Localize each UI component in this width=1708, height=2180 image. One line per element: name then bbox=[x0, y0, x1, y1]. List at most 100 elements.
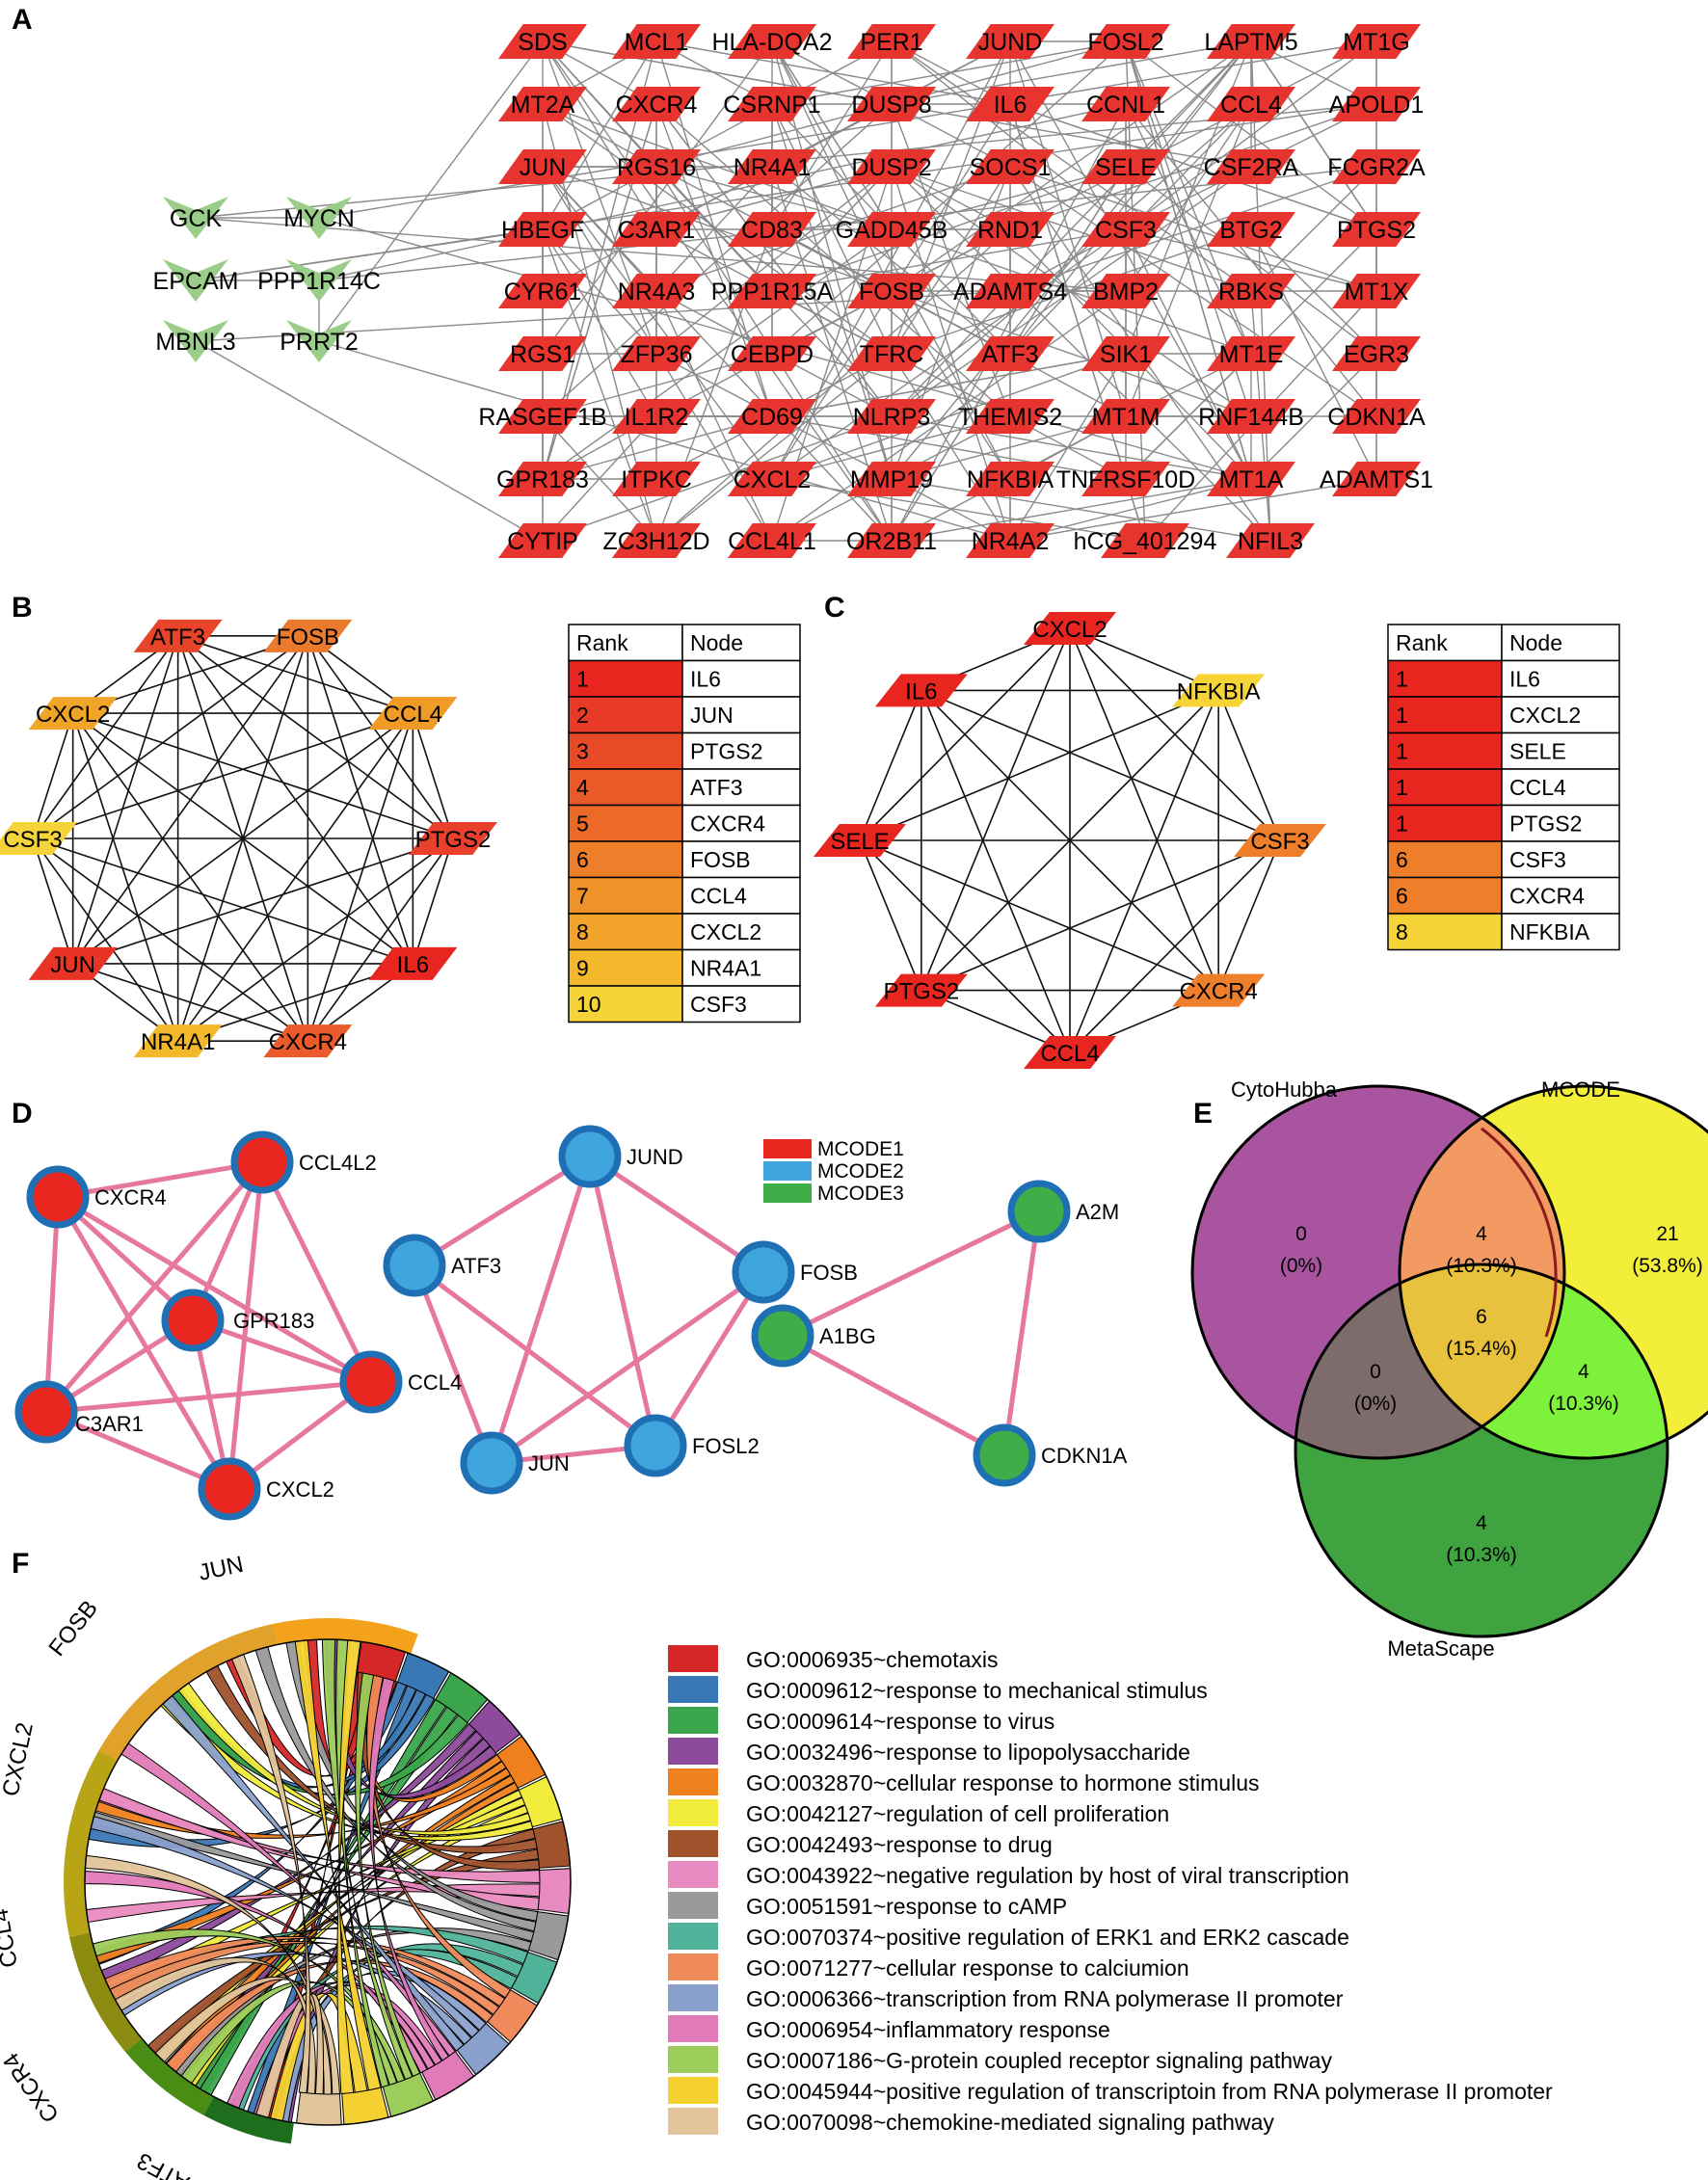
network-c-node-cxcr4 bbox=[1172, 973, 1266, 1007]
network-a-label-sds: SDS bbox=[518, 29, 567, 56]
table-c-node-value: CXCL2 bbox=[1509, 703, 1581, 728]
go-legend-label: GO:0006935~chemotaxis bbox=[746, 1647, 998, 1672]
network-a-edge bbox=[891, 478, 1271, 542]
network-a-label-csf2ra: CSF2RA bbox=[1204, 154, 1299, 181]
network-a-node-hbegf bbox=[498, 212, 587, 247]
mcode-label-ccl4l2: CCL4L2 bbox=[299, 1151, 377, 1175]
mcode-node-a2m bbox=[1007, 1180, 1071, 1243]
mcode-label-a1bg: A1BG bbox=[819, 1324, 876, 1348]
network-a-label-mmp19: MMP19 bbox=[850, 466, 933, 493]
network-a-label-zfp36: ZFP36 bbox=[620, 341, 692, 368]
network-b-label-atf3: ATF3 bbox=[150, 625, 205, 651]
network-a-node-egr3 bbox=[1332, 336, 1421, 371]
network-a-edge bbox=[891, 40, 1252, 480]
venn-set-label-metascape: MetaScape bbox=[1387, 1636, 1494, 1661]
network-a-label-dusp8: DUSP8 bbox=[851, 92, 931, 119]
network-a-node-nfkbia bbox=[966, 462, 1054, 496]
network-a-node-prrt2 bbox=[286, 320, 352, 362]
network-a-label-gpr183: GPR183 bbox=[496, 466, 589, 493]
network-a-edge bbox=[1009, 478, 1377, 542]
table-c-rank-cell bbox=[1387, 876, 1503, 915]
network-a-node-adamts4 bbox=[966, 274, 1054, 308]
mcode-label-gpr183: GPR183 bbox=[233, 1309, 314, 1333]
go-legend-swatch bbox=[668, 1923, 718, 1950]
network-a-edge bbox=[542, 40, 657, 230]
network-a-node-nlrp3 bbox=[847, 399, 936, 434]
go-legend-label: GO:0070098~chemokine-mediated signaling … bbox=[746, 2110, 1274, 2135]
mcode-edge bbox=[587, 1156, 658, 1447]
network-c-edge bbox=[1069, 627, 1219, 991]
mcode-node-ccl4 bbox=[339, 1350, 403, 1414]
network-a-node-btg2 bbox=[1207, 212, 1295, 247]
network-a-label-nr4a2: NR4A2 bbox=[972, 528, 1050, 555]
network-a-node-c3ar1 bbox=[612, 212, 701, 247]
network-a-edge bbox=[1125, 103, 1377, 417]
panel-label-c: C bbox=[824, 592, 845, 624]
network-a-label-mbnl3: MBNL3 bbox=[155, 329, 235, 356]
table-b-node-value: CCL4 bbox=[690, 884, 747, 909]
table-c-rank-value: 8 bbox=[1396, 919, 1408, 944]
mcode-edge bbox=[192, 1317, 372, 1385]
table-c-node-cell bbox=[1501, 731, 1620, 770]
mcode-edge bbox=[413, 1263, 657, 1449]
network-a-label-tfrc: TFRC bbox=[860, 341, 924, 368]
network-a-node-or2b11 bbox=[847, 523, 936, 558]
network-c-edge bbox=[859, 690, 922, 841]
network-a-node-ccl4 bbox=[1207, 87, 1295, 121]
table-b-header-rank-cell bbox=[568, 624, 683, 662]
network-a-edge bbox=[1009, 40, 1252, 480]
network-a-node-dusp2 bbox=[847, 149, 936, 184]
network-a-edge bbox=[318, 40, 1377, 219]
network-a-label-mt2a: MT2A bbox=[511, 92, 575, 119]
chord-term-arc bbox=[295, 2091, 342, 2126]
network-a-node-hla-dqa2 bbox=[728, 24, 816, 59]
network-a-node-sele bbox=[1081, 149, 1170, 184]
table-b-rank-value: 2 bbox=[576, 703, 589, 728]
go-legend-label: GO:0009614~response to virus bbox=[746, 1709, 1054, 1734]
table-c-node-cell bbox=[1501, 768, 1620, 807]
mcode-node-atf3 bbox=[383, 1234, 446, 1297]
mcode-node-jun bbox=[460, 1431, 523, 1495]
network-a-edge bbox=[655, 40, 1011, 105]
network-a-node-cdkn1a bbox=[1332, 399, 1421, 434]
network-a-label-cdkn1a: CDKN1A bbox=[1327, 404, 1426, 431]
network-c-label-sele: SELE bbox=[830, 829, 889, 855]
table-c-node-cell bbox=[1501, 659, 1620, 698]
go-legend-label: GO:0032870~cellular response to hormone … bbox=[746, 1770, 1260, 1795]
network-a-edge bbox=[1009, 40, 1377, 230]
network-a-edge bbox=[195, 340, 544, 542]
network-b-node-cxcl2 bbox=[28, 697, 118, 731]
network-a-label-cxcr4: CXCR4 bbox=[616, 92, 698, 119]
table-b-rank-value: 7 bbox=[576, 884, 589, 909]
table-c-rank-cell bbox=[1387, 804, 1503, 842]
table-b-node-value: PTGS2 bbox=[690, 739, 762, 764]
table-c-node-cell bbox=[1501, 913, 1620, 951]
network-a-node-fosb bbox=[847, 274, 936, 308]
network-a-node-il1r2 bbox=[612, 399, 701, 434]
table-c-rank-value: 1 bbox=[1396, 811, 1408, 837]
network-a-label-atf3: ATF3 bbox=[981, 341, 1038, 368]
network-a-node-hcg-401294 bbox=[1101, 523, 1189, 558]
mcode-node-c3ar1 bbox=[14, 1380, 78, 1444]
network-a-node-laptm5 bbox=[1207, 24, 1295, 59]
network-a-label-themis2: THEMIS2 bbox=[958, 404, 1062, 431]
network-c-label-ccl4: CCL4 bbox=[1040, 1041, 1099, 1067]
network-b-edge bbox=[32, 837, 74, 965]
network-a-node-fcgr2a bbox=[1332, 149, 1421, 184]
go-legend-label: GO:0042493~response to drug bbox=[746, 1832, 1053, 1857]
table-b-node-value: FOSB bbox=[690, 847, 751, 872]
network-b-node-nr4a1 bbox=[133, 1024, 223, 1058]
network-a-edge bbox=[655, 166, 1011, 292]
venn-outline-cytohubba bbox=[1190, 1084, 1566, 1460]
network-a-node-mbnl3 bbox=[163, 320, 228, 362]
network-a-edge bbox=[195, 228, 544, 281]
network-b-label-il6: IL6 bbox=[397, 952, 429, 978]
panel-label-a: A bbox=[12, 4, 33, 36]
network-c-edge bbox=[859, 689, 1219, 841]
network-a-label-laptm5: LAPTM5 bbox=[1204, 29, 1297, 56]
mcode-edges bbox=[43, 1154, 1042, 1492]
network-a-node-rgs16 bbox=[612, 149, 701, 184]
network-a-label-dusp2: DUSP2 bbox=[851, 154, 931, 181]
